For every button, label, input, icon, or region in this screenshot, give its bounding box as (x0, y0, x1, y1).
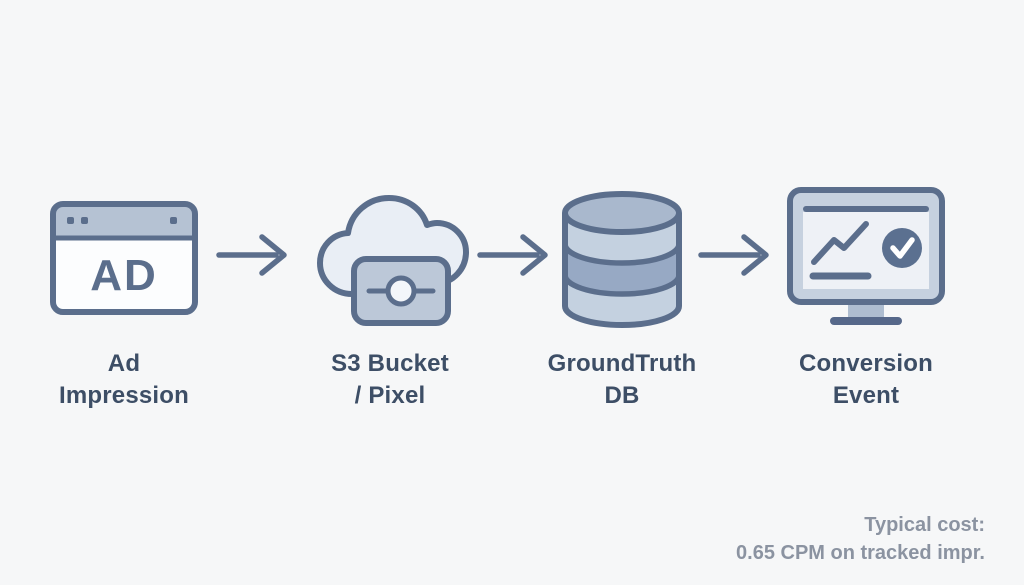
cloud-pixel-icon (296, 178, 484, 338)
browser-ad-icon: AD (28, 178, 220, 338)
database-icon (524, 178, 720, 338)
node-label: GroundTruth DB (547, 350, 697, 409)
arrow-right-icon (698, 231, 770, 279)
node-groundtruth-db: GroundTruth DB (524, 178, 720, 412)
node-label: S3 Bucket / Pixel (331, 350, 449, 409)
node-s3-bucket-pixel: S3 Bucket / Pixel (296, 178, 484, 412)
node-label: Ad Impression (58, 350, 190, 409)
arrow-right-icon (477, 231, 549, 279)
node-ad-impression: AD Ad Impression (28, 178, 220, 412)
cost-note-line2: 0.65 CPM on tracked impr. (736, 542, 985, 564)
node-conversion-event: Conversion Event (768, 178, 964, 412)
node-label: Conversion Event (798, 350, 934, 409)
cost-note: Typical cost: 0.65 CPM on tracked impr. (736, 511, 985, 567)
ad-text: AD (90, 251, 158, 300)
arrow-right-icon (216, 231, 288, 279)
cost-note-line1: Typical cost: (864, 514, 985, 536)
monitor-check-icon (768, 178, 964, 338)
